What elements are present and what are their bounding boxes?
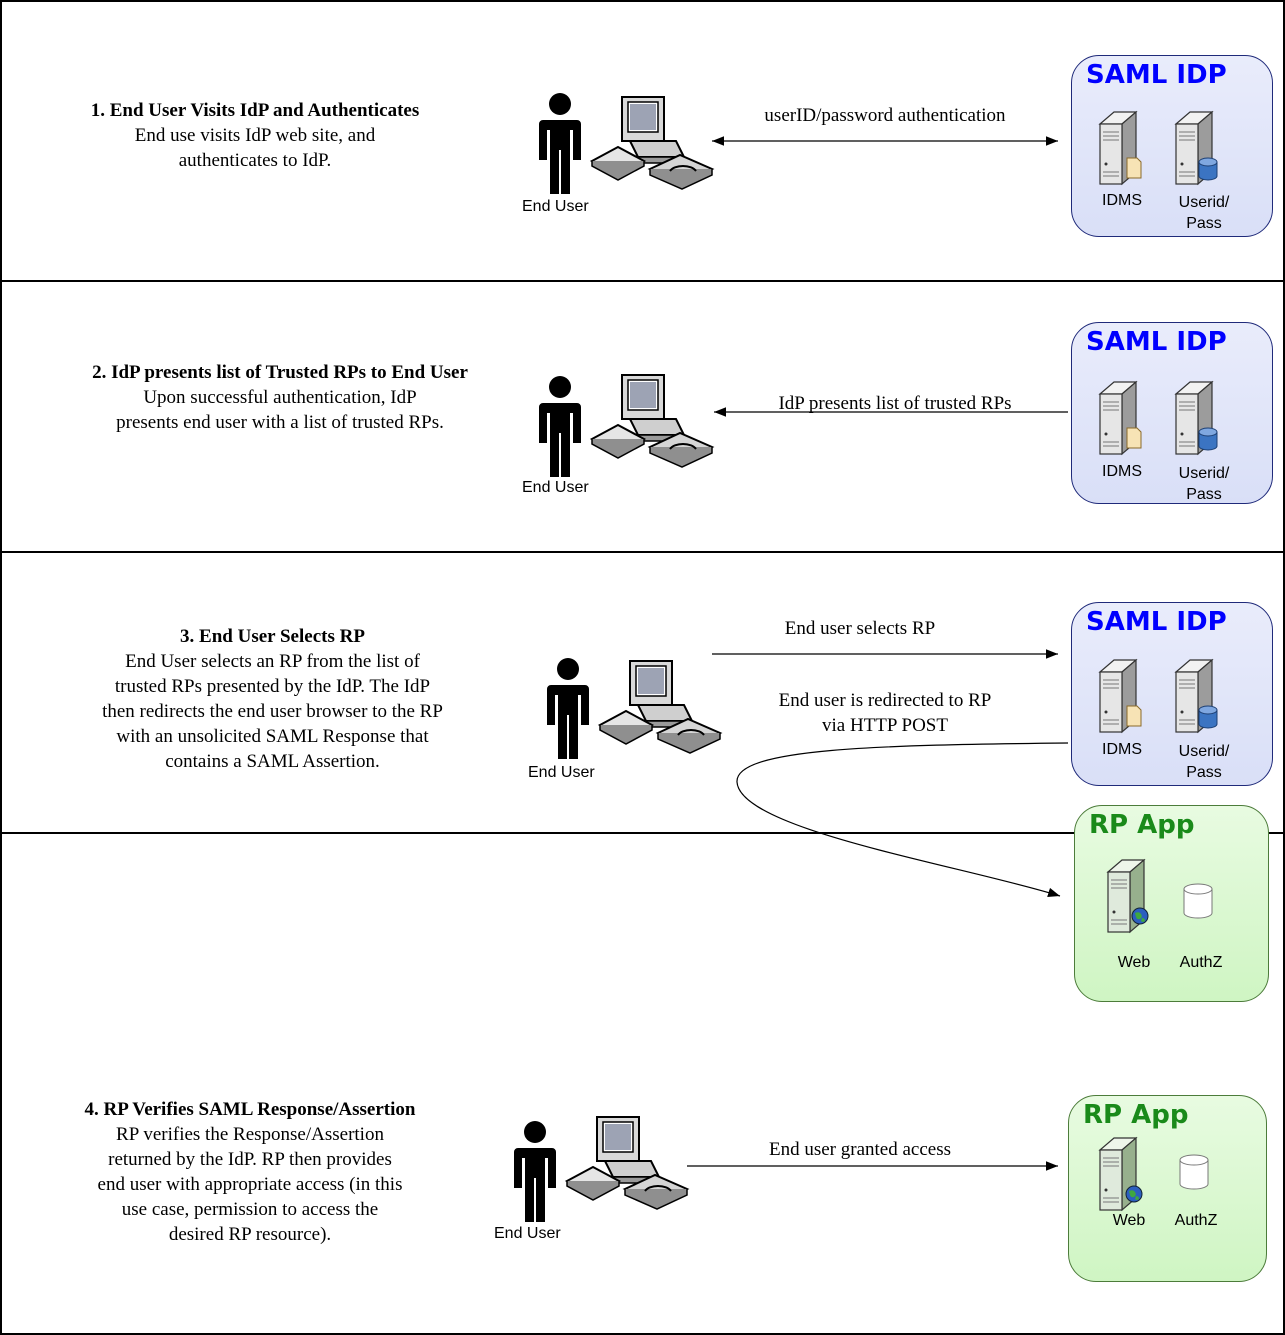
end-user-label: End User (494, 1225, 561, 1242)
saml-idp-box: SAML IDP IDMS Userid/ Pass (1071, 322, 1273, 504)
step-4-description: 4. RP Verifies SAML Response/Assertion R… (15, 1097, 485, 1247)
message-label: End user granted access (768, 1139, 951, 1160)
end-user-label: End User (522, 198, 589, 215)
end-user-label: End User (528, 764, 595, 781)
step-2-description: 2. IdP presents list of Trusted RPs to E… (20, 360, 540, 435)
userid-pass-label-line1: Userid/ (1178, 194, 1230, 211)
step-3-description: 3. End User Selects RP End User selects … (20, 624, 525, 774)
userid-pass-label-line2: Pass (1186, 215, 1222, 232)
step-2-body: Upon successful authentication, IdP pres… (116, 387, 444, 433)
idms-label: IDMS (1102, 741, 1142, 758)
step-4-title: 4. RP Verifies SAML Response/Assertion (84, 1099, 416, 1120)
saml-idp-title: SAML IDP (1086, 60, 1227, 90)
web-label: Web (1112, 1212, 1146, 1229)
message-label: End user is redirected to RP via HTTP PO… (720, 688, 1050, 738)
saml-idp-title: SAML IDP (1086, 327, 1227, 357)
end-user-label: End User (522, 479, 589, 496)
step-1-body: End use visits IdP web site, and authent… (134, 125, 376, 171)
idms-label: IDMS (1102, 463, 1142, 480)
web-label: Web (1117, 954, 1151, 971)
userid-pass-label: Userid/ Pass (1169, 192, 1239, 234)
userid-pass-label: Userid/ Pass (1169, 741, 1239, 783)
message-label: End user selects RP (784, 618, 936, 639)
rp-app-box: RP App Web AuthZ (1068, 1095, 1267, 1282)
authz-label: AuthZ (1179, 954, 1223, 971)
rp-app-box: RP App Web AuthZ (1074, 805, 1269, 1002)
userid-pass-label-line2: Pass (1186, 486, 1222, 503)
authz-label: AuthZ (1174, 1212, 1218, 1229)
step-3-body: End User selects an RP from the list of … (102, 651, 443, 772)
message-line: via HTTP POST (822, 715, 948, 736)
saml-idp-box: SAML IDP IDMS Userid/ Pass (1071, 55, 1273, 237)
saml-idp-title: SAML IDP (1086, 607, 1227, 637)
message-line: End user is redirected to RP (778, 690, 992, 711)
userid-pass-label-line1: Userid/ (1178, 743, 1230, 760)
userid-pass-label: Userid/ Pass (1169, 463, 1239, 505)
userid-pass-label-line1: Userid/ (1178, 465, 1230, 482)
rp-app-title: RP App (1089, 810, 1195, 840)
step-1-title: 1. End User Visits IdP and Authenticates (90, 100, 420, 121)
idms-label: IDMS (1102, 192, 1142, 209)
rp-app-title: RP App (1083, 1100, 1189, 1130)
saml-idp-box: SAML IDP IDMS Userid/ Pass (1071, 602, 1273, 786)
userid-pass-label-line2: Pass (1186, 764, 1222, 781)
step-2-title: 2. IdP presents list of Trusted RPs to E… (92, 362, 468, 383)
step-3-title: 3. End User Selects RP (180, 626, 365, 647)
step-1-description: 1. End User Visits IdP and Authenticates… (20, 98, 490, 173)
message-label: userID/password authentication (764, 105, 1006, 126)
message-label: IdP presents list of trusted RPs (778, 393, 1012, 414)
step-4-body: RP verifies the Response/Assertion retur… (97, 1124, 403, 1245)
